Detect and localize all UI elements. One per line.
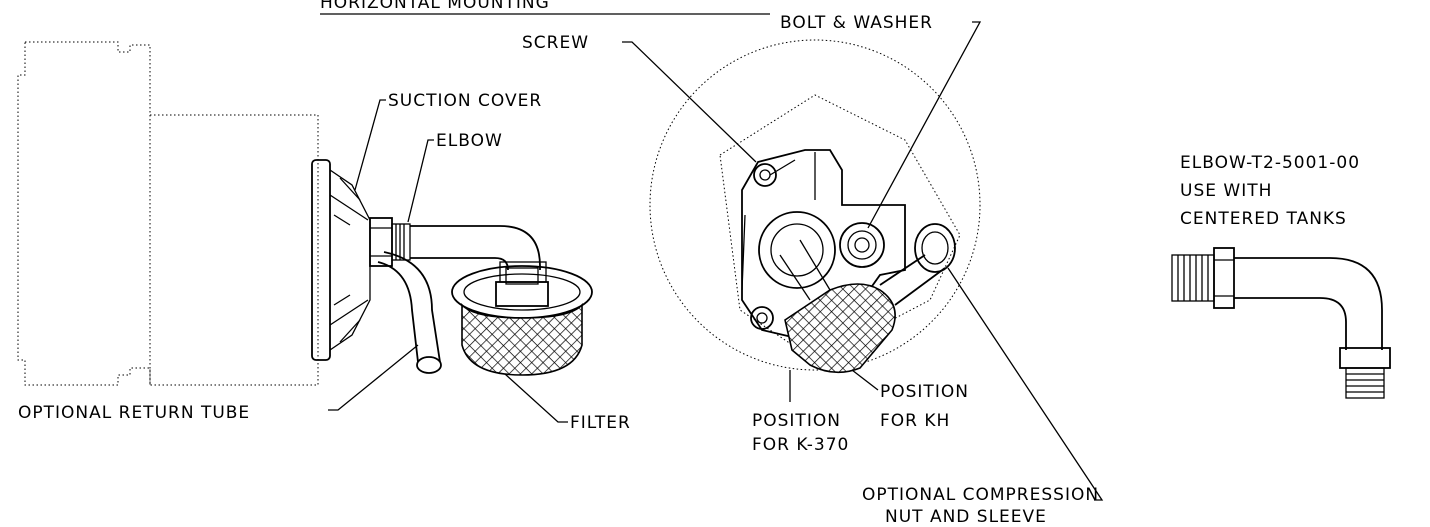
- label-position-k370-2: FOR K-370: [752, 435, 849, 455]
- tank-outline: [17, 41, 319, 386]
- position-kh-leader: [851, 369, 879, 391]
- screw-leader: [622, 41, 757, 163]
- bolt-washer-leader: [867, 21, 982, 229]
- elbow-leader: [407, 139, 434, 223]
- label-optional-return-tube: OPTIONAL RETURN TUBE: [18, 403, 250, 423]
- filter-left: [451, 265, 593, 376]
- compression-tube: [879, 223, 956, 306]
- label-compression-2: NUT AND SLEEVE: [885, 507, 1047, 527]
- rotation-circle: [649, 39, 981, 371]
- filter-center: [779, 239, 896, 374]
- return-tube: [377, 251, 442, 374]
- elbow-note-line2: USE WITH: [1180, 181, 1272, 201]
- elbow-note-line3: CENTERED TANKS: [1180, 209, 1347, 229]
- label-position-k370-1: POSITION: [752, 411, 841, 431]
- label-suction-cover: SUCTION COVER: [388, 91, 542, 111]
- suction-cover-leader: [354, 99, 386, 191]
- rotation-path: [719, 94, 961, 361]
- label-position-kh-1: POSITION: [880, 382, 969, 402]
- suction-cover: [311, 159, 371, 361]
- return-tube-leader: [328, 344, 419, 411]
- compression-leader: [947, 267, 1104, 501]
- label-screw: SCREW: [522, 33, 589, 53]
- elbow-note-line1: ELBOW-T2-5001-00: [1180, 153, 1360, 173]
- elbow-detail: [1171, 247, 1391, 399]
- label-position-kh-2: FOR KH: [880, 411, 950, 431]
- label-elbow: ELBOW: [436, 131, 503, 151]
- label-filter: FILTER: [570, 413, 631, 433]
- pump-body: [741, 149, 906, 341]
- diagram-title: HORIZONTAL MOUNTING: [320, 0, 550, 13]
- label-compression-1: OPTIONAL COMPRESSION: [862, 485, 1099, 505]
- label-bolt-washer: BOLT & WASHER: [780, 13, 933, 33]
- filter-leader: [504, 373, 568, 423]
